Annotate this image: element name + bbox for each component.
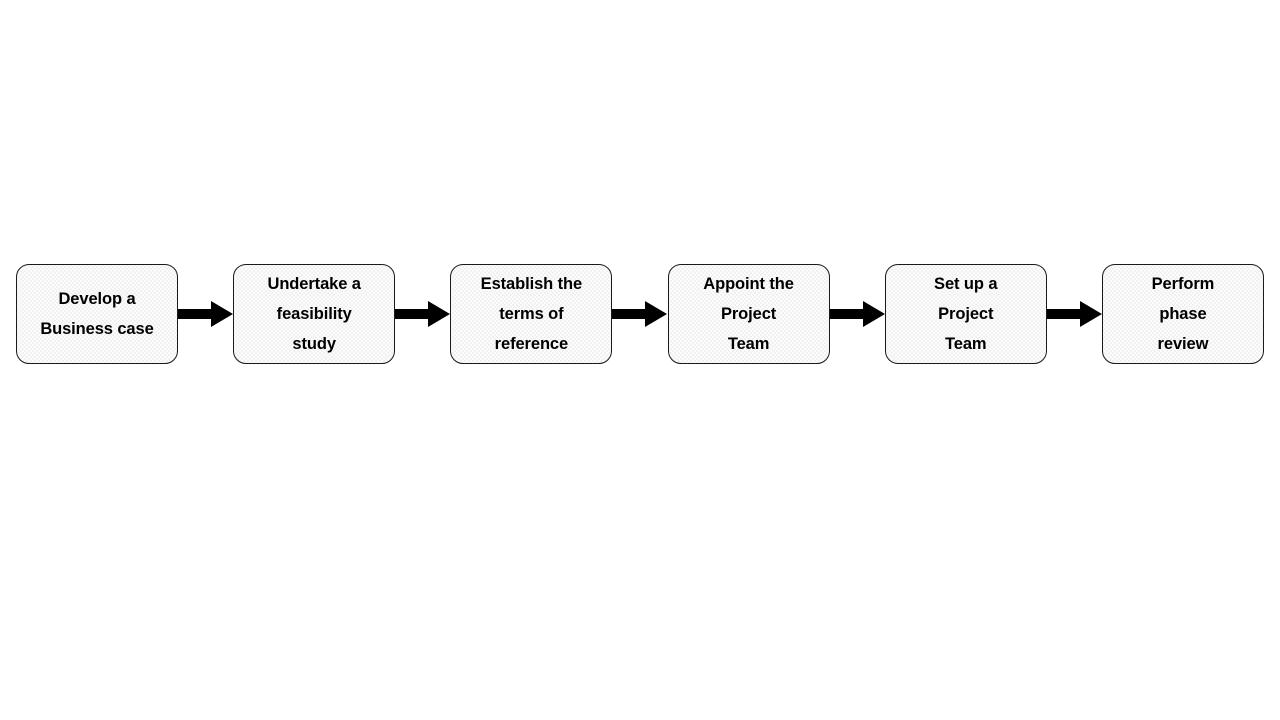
process-box-set-up-project-team[interactable]: Set up a Project Team: [884, 264, 1047, 364]
process-box-label: Undertake a feasibility study: [267, 275, 361, 353]
arrow-right-icon-5: [1046, 301, 1102, 327]
arrow-right-icon-2: [395, 301, 451, 327]
arrow-right-icon-3: [612, 301, 668, 327]
process-box-label: Set up a Project Team: [934, 275, 998, 353]
process-box-establish-terms-of-reference[interactable]: Establish the terms of reference: [450, 264, 613, 364]
arrow-right-icon-4: [829, 301, 885, 327]
process-box-label: Perform phase review: [1151, 275, 1215, 353]
process-box-perform-phase-review[interactable]: Perform phase review: [1101, 264, 1264, 364]
process-box-label: Appoint the Project Team: [703, 275, 794, 353]
process-box-develop-business-case[interactable]: Develop a Business case: [16, 264, 178, 364]
process-flow-row: Develop a Business case Undertake a feas…: [16, 264, 1264, 364]
process-box-label: Develop a Business case: [40, 290, 154, 338]
arrow-right-icon-1: [178, 301, 234, 327]
process-box-appoint-project-team[interactable]: Appoint the Project Team: [667, 264, 830, 364]
process-box-label: Establish the terms of reference: [480, 275, 583, 353]
process-box-undertake-feasibility-study[interactable]: Undertake a feasibility study: [233, 264, 396, 364]
